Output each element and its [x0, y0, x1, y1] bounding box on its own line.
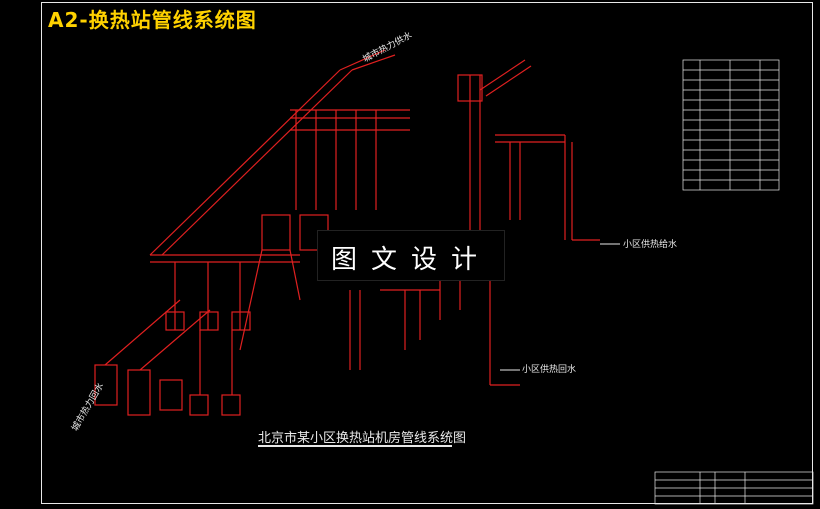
drawing-title: A2-换热站管线系统图 — [48, 8, 257, 32]
supply-label: 小区供热给水 — [623, 240, 678, 250]
drawing-caption: 北京市某小区换热站机房管线系统图 — [258, 431, 467, 446]
watermark-text: 图文设计 — [330, 245, 491, 275]
main-pipe-b — [161, 69, 353, 256]
watermark-banner: 图文设计 — [317, 230, 505, 281]
caption-underline — [258, 445, 452, 447]
drawing-frame — [41, 2, 813, 504]
return-label: 小区供热回水 — [522, 365, 577, 375]
main-pipe-a — [149, 69, 341, 256]
